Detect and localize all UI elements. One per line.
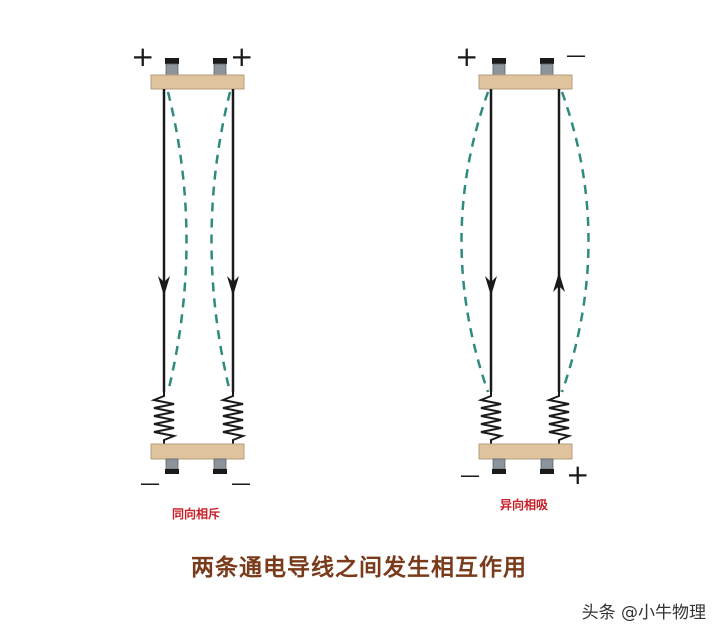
right-field-line-1	[460, 91, 490, 393]
left-current-arrow-1	[158, 276, 170, 296]
left-field-line-2	[210, 91, 232, 393]
left-top-terminal-1	[165, 58, 179, 76]
right-bottom-sign-2: +	[566, 458, 589, 491]
left-spring-2	[219, 392, 247, 444]
right-bottom-sign-1: —	[460, 463, 480, 487]
right-bottom-board	[478, 443, 573, 460]
right-spring-1	[477, 392, 505, 444]
right-caption: 异向相吸	[500, 497, 549, 512]
right-top-board	[478, 74, 573, 90]
left-caption: 同向相斥	[172, 506, 220, 521]
right-bottom-terminal-2	[540, 458, 554, 474]
right-top-terminal-2	[540, 58, 554, 76]
left-top-sign-1: +	[131, 40, 154, 73]
left-current-arrow-2	[227, 276, 239, 296]
right-top-terminal-1	[492, 58, 506, 76]
right-current-arrow-1	[485, 276, 497, 296]
left-bottom-terminal-2	[213, 458, 227, 474]
right-apparatus: + — — + 异向相吸	[455, 40, 590, 512]
right-top-sign-2: —	[566, 43, 586, 67]
left-bottom-sign-1: —	[140, 471, 160, 495]
right-current-arrow-2	[553, 272, 565, 292]
right-bottom-terminal-1	[492, 458, 506, 474]
left-top-board	[150, 74, 245, 90]
left-apparatus: + + — — 同向相斥	[131, 40, 253, 521]
left-top-terminal-2	[213, 58, 227, 76]
right-top-sign-1: +	[455, 40, 478, 73]
watermark: 头条 @小牛物理	[581, 603, 706, 623]
left-bottom-sign-2: —	[231, 471, 251, 495]
left-bottom-terminal-1	[165, 458, 179, 474]
right-spring-2	[545, 392, 573, 444]
left-bottom-board	[150, 443, 245, 460]
figure-title: 两条通电导线之间发生相互作用	[191, 555, 527, 581]
left-spring-1	[150, 392, 178, 444]
left-top-sign-2: +	[230, 40, 253, 73]
right-field-line-2	[560, 91, 590, 393]
left-field-line-1	[166, 91, 188, 393]
